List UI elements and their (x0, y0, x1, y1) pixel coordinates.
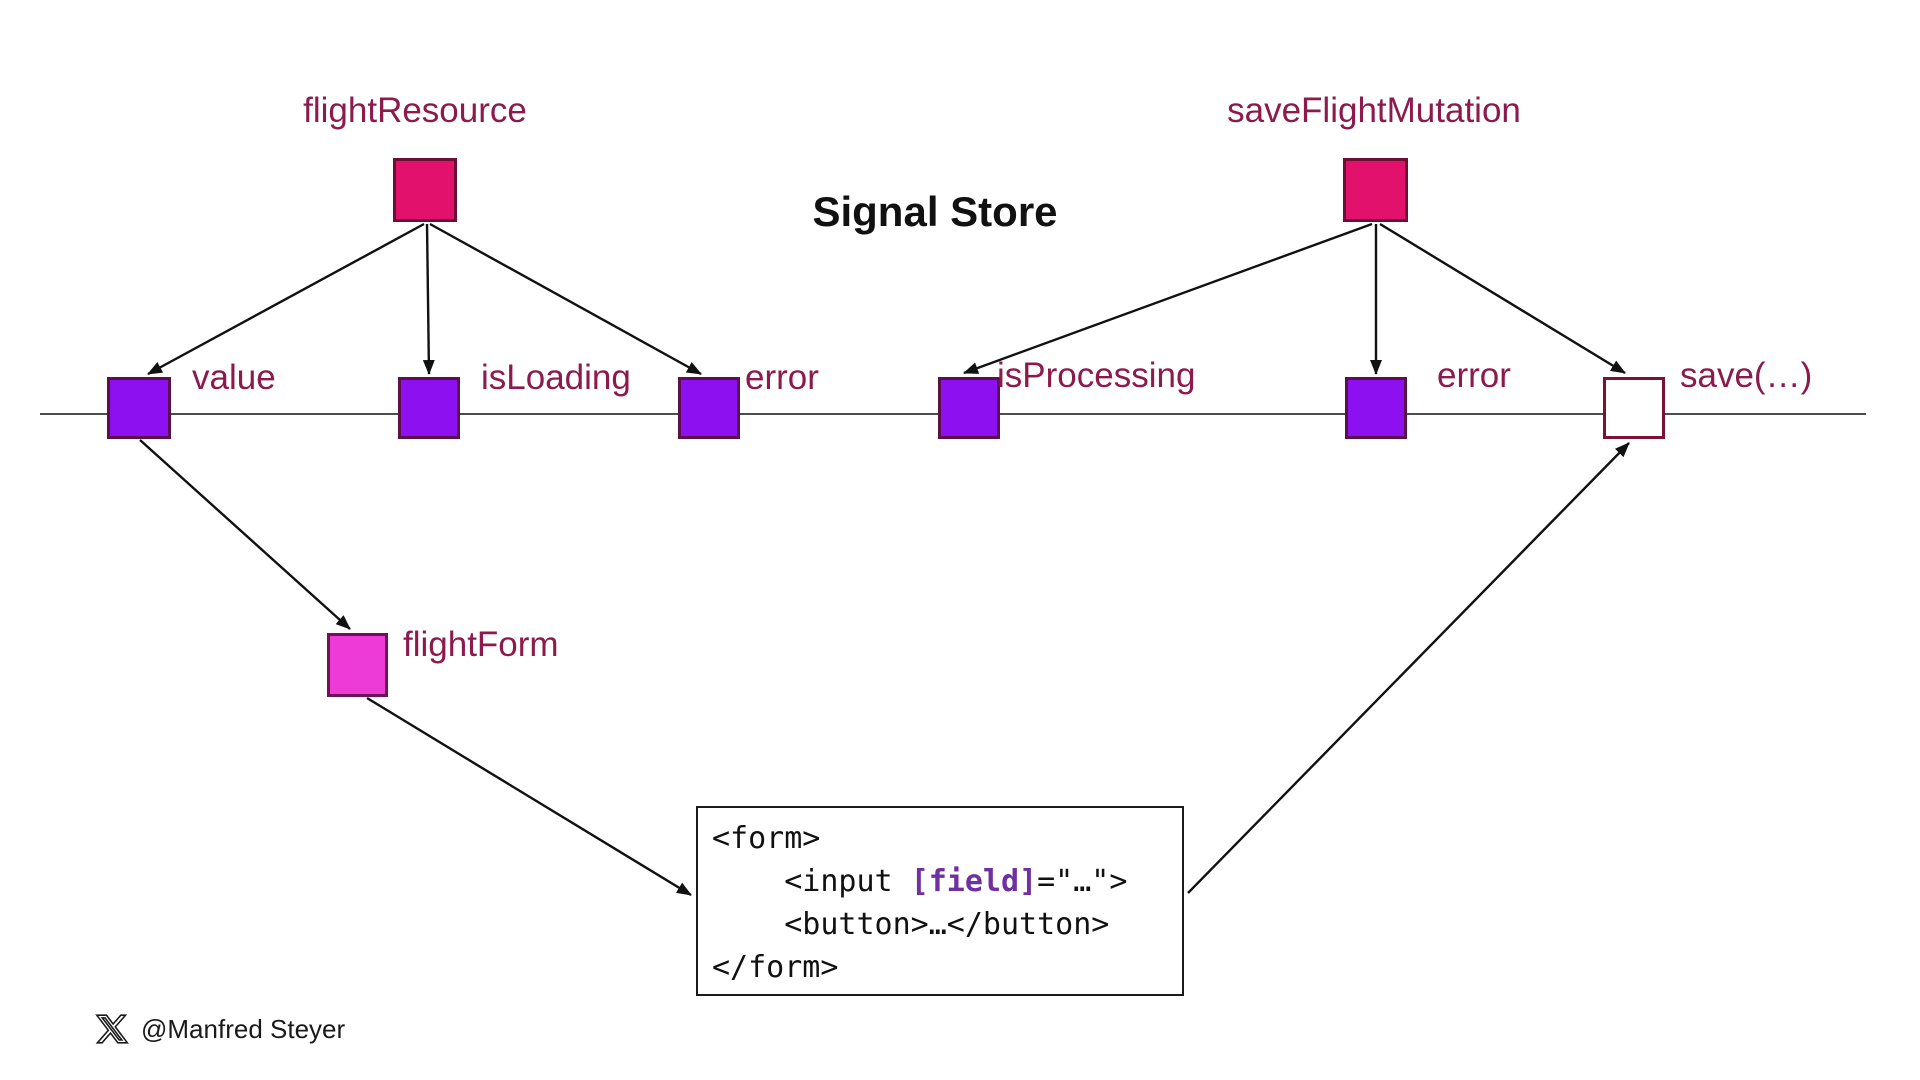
code-line-button: <button>…</button> (712, 907, 1110, 942)
label-save: save(…) (1680, 356, 1813, 395)
arrow-resource-to-error (429, 222, 702, 376)
node-error-right (1345, 377, 1407, 439)
arrow-resource-to-value (147, 222, 425, 376)
arrow-mutation-to-save (1379, 222, 1626, 375)
node-flight-resource (393, 158, 457, 222)
arrow-resource-to-isloading (422, 223, 435, 375)
label-save-flight-mutation: saveFlightMutation (1227, 91, 1521, 130)
label-error-right: error (1437, 356, 1511, 395)
code-field-highlight: [field] (910, 864, 1038, 899)
node-is-processing (938, 377, 1000, 439)
node-error-left (678, 377, 740, 439)
x-logo-icon (95, 1014, 129, 1044)
arrow-flightform-to-codebox (366, 696, 692, 897)
label-is-processing: isProcessing (997, 356, 1196, 395)
code-input-prefix: <input (712, 864, 911, 899)
node-value (107, 377, 171, 439)
arrow-codebox-to-save (1187, 442, 1630, 894)
code-line-input: <input [field]="…"> (712, 860, 1168, 903)
code-line-form-open: <form> (712, 821, 821, 856)
label-error-left: error (745, 358, 819, 397)
arrow-value-to-flightform (139, 439, 351, 630)
node-is-loading (398, 377, 460, 439)
label-flight-form: flightForm (403, 625, 559, 664)
label-is-loading: isLoading (481, 358, 631, 397)
attribution-handle: @Manfred Steyer (141, 1013, 346, 1044)
node-flight-form (327, 633, 388, 697)
signal-store-title: Signal Store (812, 188, 1058, 235)
label-value: value (192, 358, 276, 397)
code-line-form-close: </form> (712, 950, 839, 985)
code-input-suffix: ="…"> (1037, 864, 1128, 899)
attribution: @Manfred Steyer (95, 1012, 345, 1046)
node-save (1603, 377, 1665, 439)
code-box: <form> <input [field]="…"> <button>…</bu… (696, 806, 1184, 996)
label-flight-resource: flightResource (303, 91, 527, 130)
arrow-mutation-to-isprocessing (963, 222, 1373, 375)
node-save-flight-mutation (1343, 158, 1408, 222)
